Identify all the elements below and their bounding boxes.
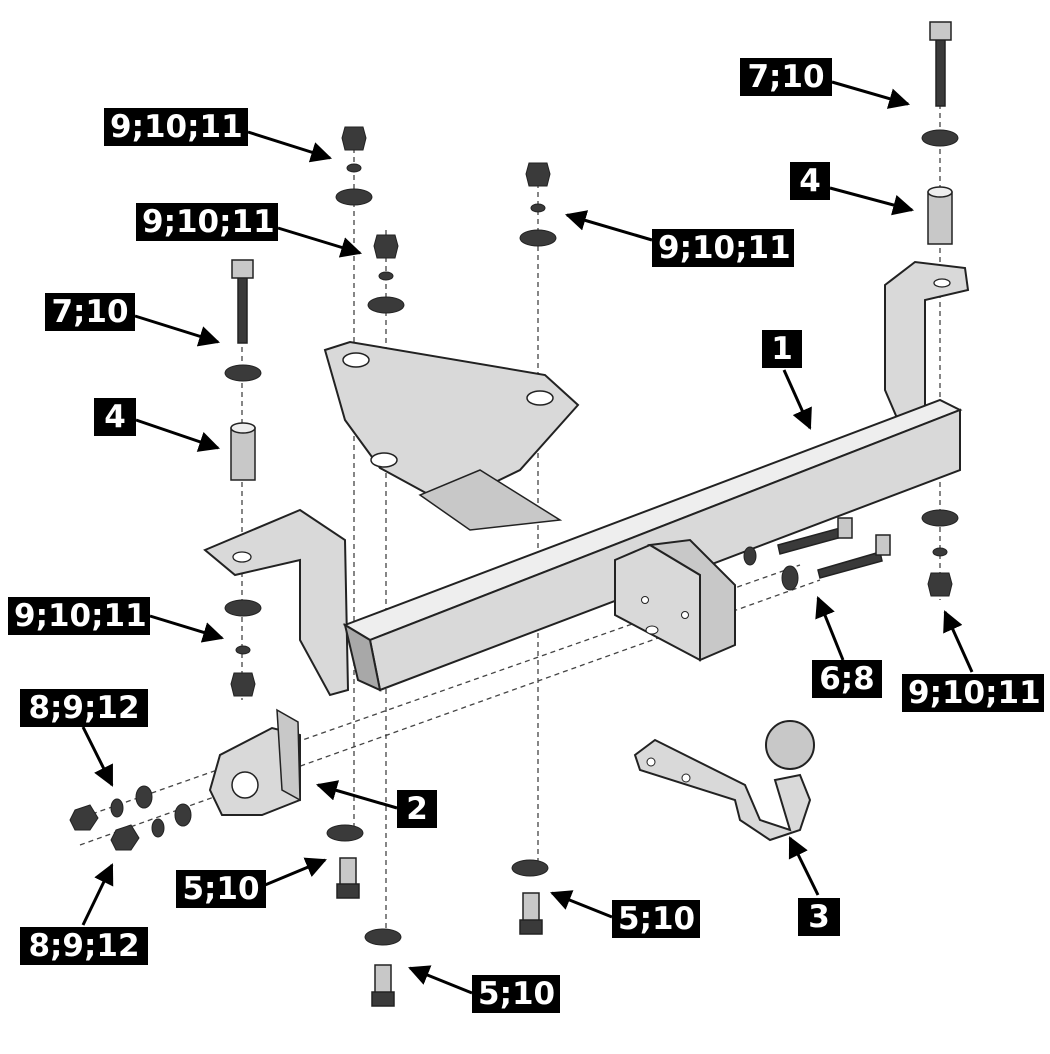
callout-bolt-small-center: 5;10 [612, 900, 700, 938]
ball-mount-plates [614, 538, 736, 662]
long-bolts [231, 21, 952, 579]
callout-bolt-left: 7;10 [45, 293, 135, 331]
callout-main-beam: 1 [762, 330, 802, 368]
right-side-bracket [884, 260, 970, 427]
callout-ball-bolts: 6;8 [812, 660, 882, 698]
callout-nut-top-left: 9;10;11 [104, 108, 248, 146]
callout-nut-right: 9;10;11 [902, 674, 1044, 712]
callout-socket-hw-lower: 8;9;12 [20, 927, 148, 965]
callout-bolt-small-left: 5;10 [176, 870, 266, 908]
socket-plate [208, 708, 301, 816]
callout-socket-plate: 2 [397, 790, 437, 828]
callout-nut-center: 9;10;11 [652, 229, 794, 267]
short-bolts [336, 857, 543, 1007]
callout-spacer-right: 4 [790, 162, 830, 200]
callout-socket-hw-upper: 8;9;12 [20, 689, 148, 727]
nuts [69, 126, 953, 851]
callout-bolt-small-bottom: 5;10 [472, 975, 560, 1013]
spacer-tubes [230, 186, 953, 481]
callout-tow-ball: 3 [798, 898, 840, 936]
callout-arrows [81, 80, 974, 995]
callout-bolt-top-right: 7;10 [740, 58, 832, 96]
callout-spacer-left: 4 [94, 398, 136, 436]
triangular-bracket [323, 340, 580, 531]
washers [110, 129, 959, 946]
callout-nut-lower-left: 9;10;11 [8, 597, 150, 635]
callout-nut-upper-left: 9;10;11 [136, 203, 278, 241]
left-side-bracket [203, 508, 350, 697]
tow-ball [633, 720, 815, 842]
